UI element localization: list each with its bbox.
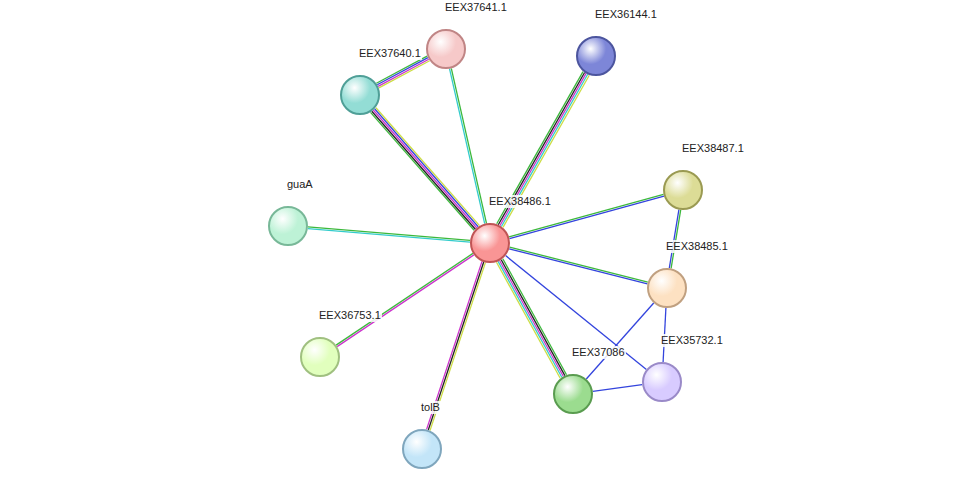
evidence-line [336, 253, 473, 345]
evidence-line [373, 110, 477, 228]
node-circle [300, 337, 340, 377]
evidence-line [500, 261, 564, 377]
evidence-line [308, 229, 470, 243]
evidence-line [593, 385, 642, 392]
interaction-edge [371, 108, 480, 231]
evidence-line [378, 59, 429, 86]
node-label: EEX36753.1 [318, 309, 382, 322]
node-label: EEX35732.1 [660, 334, 724, 347]
evidence-line [379, 61, 430, 88]
node-circle [576, 36, 616, 76]
node-circle [340, 75, 380, 115]
evidence-line [498, 261, 562, 377]
node-label: tolB [420, 401, 441, 414]
node-circle [647, 268, 687, 308]
node-circle [553, 374, 593, 414]
protein-node: EEX35732.1 [642, 362, 682, 402]
evidence-line [503, 259, 567, 375]
protein-node: tolB [402, 429, 442, 469]
node-circle [663, 170, 703, 210]
evidence-line [510, 247, 648, 282]
evidence-line [308, 227, 470, 241]
node-circle [268, 206, 308, 246]
protein-node: guaA [268, 206, 308, 246]
evidence-line [669, 210, 679, 269]
evidence-line [377, 58, 428, 85]
interaction-edge [336, 253, 474, 346]
evidence-line [337, 255, 474, 347]
protein-node: EEX37086 [553, 374, 593, 414]
node-circle [402, 429, 442, 469]
evidence-line [376, 56, 427, 83]
evidence-line [586, 303, 653, 379]
node-circle [642, 362, 682, 402]
node-label: EEX38486.1 [488, 195, 552, 208]
node-label: EEX37640.1 [358, 47, 422, 60]
evidence-line [375, 109, 479, 227]
evidence-line [371, 112, 475, 230]
protein-node: EEX37640.1 [340, 75, 380, 115]
interaction-edge [593, 385, 642, 392]
protein-node: EEX37641.1 [426, 29, 466, 69]
interaction-edge [509, 247, 648, 284]
evidence-line [497, 262, 561, 378]
evidence-line [376, 108, 480, 226]
evidence-line [372, 111, 476, 229]
evidence-line [506, 256, 647, 370]
protein-node: EEX36144.1 [576, 36, 616, 76]
interaction-edge [506, 256, 647, 370]
node-label: EEX38487.1 [681, 142, 745, 155]
protein-node: EEX38486.1 [470, 223, 510, 263]
interaction-edge [669, 210, 680, 269]
interaction-edge [586, 303, 653, 379]
node-label: EEX37086 [571, 346, 626, 359]
interaction-edge [308, 227, 470, 242]
node-circle [426, 29, 466, 69]
node-circle [470, 223, 510, 263]
evidence-line [509, 249, 647, 284]
protein-node: EEX38485.1 [647, 268, 687, 308]
node-label: guaA [286, 178, 314, 191]
protein-node: EEX36753.1 [300, 337, 340, 377]
node-label: EEX37641.1 [444, 1, 508, 14]
interaction-edge [376, 56, 429, 88]
protein-node: EEX38487.1 [663, 170, 703, 210]
node-label: EEX38485.1 [665, 240, 729, 253]
node-label: EEX36144.1 [594, 8, 658, 21]
